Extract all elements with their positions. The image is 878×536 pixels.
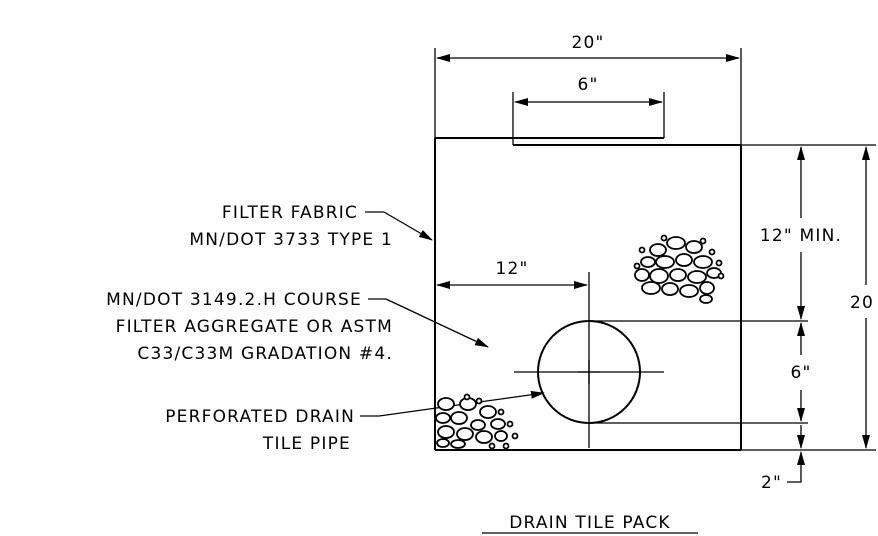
pipe-label-line2: TILE PIPE	[262, 434, 351, 454]
trench-width-label: 6"	[577, 75, 598, 95]
filter-fabric-label-line2: MN/DOT 3733 TYPE 1	[189, 230, 393, 250]
filter-fabric-callout: FILTER FABRIC MN/DOT 3733 TYPE 1	[189, 203, 433, 250]
pipe-callout: PERFORATED DRAIN TILE PIPE	[165, 390, 545, 454]
aggregate-stones-lower	[435, 393, 519, 450]
pipe-diameter-label: 6"	[790, 363, 811, 383]
overall-width-dimension: 20"	[434, 33, 742, 145]
filter-fabric-label-line1: FILTER FABRIC	[222, 203, 358, 223]
aggregate-label-line3: C33/C33M GRADATION #4.	[137, 344, 393, 364]
bedding-dimension: 2"	[761, 425, 805, 493]
trench-width-dimension: 6"	[512, 75, 665, 145]
pipe-offset-label: 12"	[495, 259, 528, 279]
cover-depth-label: 12" MIN.	[760, 226, 842, 246]
pipe-label-line1: PERFORATED DRAIN	[165, 407, 355, 427]
overall-width-label: 20"	[571, 33, 604, 53]
drawing-title: DRAIN TILE PACK	[482, 513, 698, 534]
aggregate-callout: MN/DOT 3149.2.H COURSE FILTER AGGREGATE …	[106, 290, 489, 364]
pipe-diameter-dimension: 6"	[790, 322, 811, 422]
aggregate-label-line2: FILTER AGGREGATE OR ASTM	[116, 317, 393, 337]
right-extension-lines	[589, 144, 876, 451]
bedding-label: 2"	[761, 473, 782, 493]
cover-depth-dimension: 12" MIN.	[760, 146, 842, 320]
trench-outline	[434, 137, 742, 451]
overall-depth-dimension: 20	[850, 146, 874, 449]
overall-depth-label: 20	[850, 293, 874, 313]
title-label: DRAIN TILE PACK	[509, 513, 671, 533]
aggregate-stones-upper	[633, 234, 725, 304]
aggregate-label-line1: MN/DOT 3149.2.H COURSE	[106, 290, 362, 310]
